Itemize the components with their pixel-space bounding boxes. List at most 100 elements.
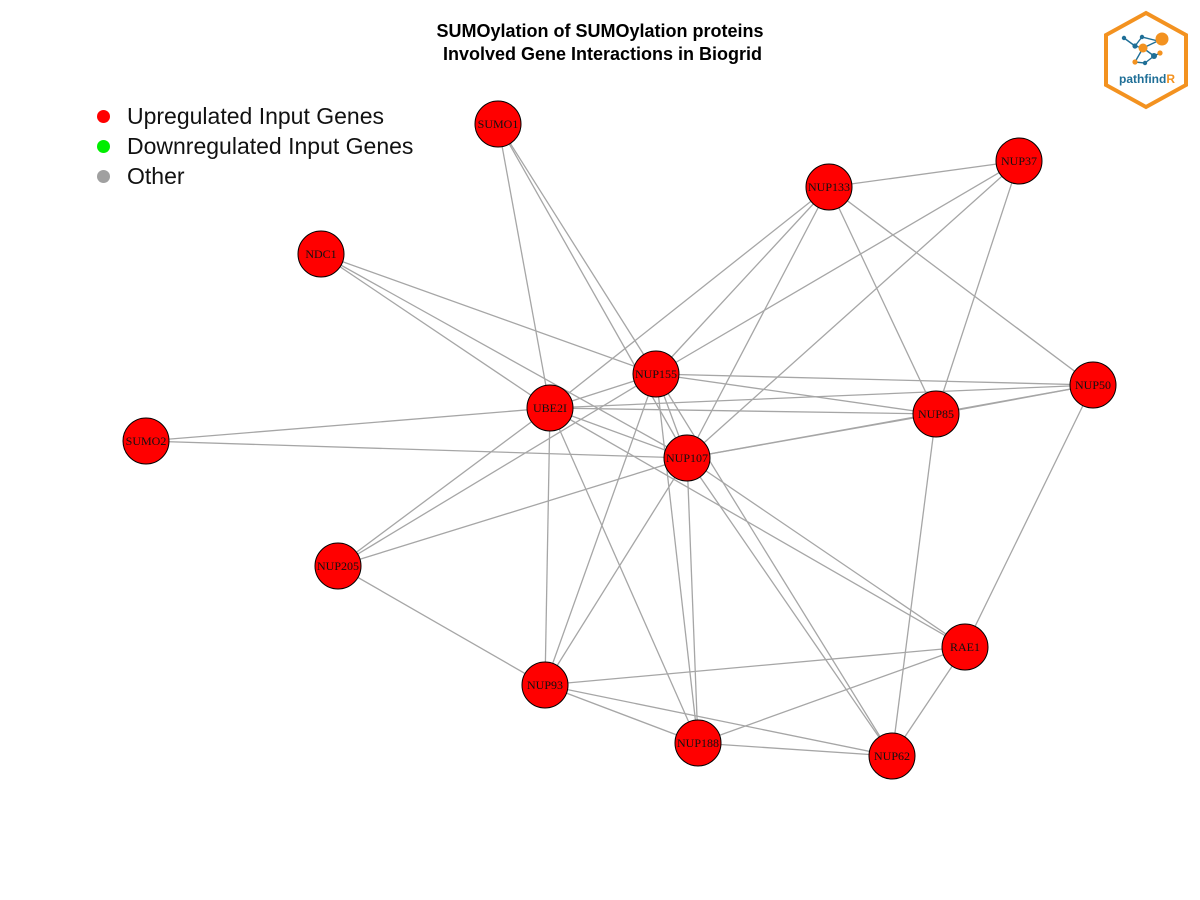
node-ndc1: NDC1 bbox=[297, 230, 345, 278]
legend-item-other: Other bbox=[97, 161, 413, 191]
node-nup93: NUP93 bbox=[521, 661, 569, 709]
chart-title: SUMOylation of SUMOylation proteins Invo… bbox=[300, 20, 900, 66]
edge-nup107-nup188 bbox=[686, 457, 699, 744]
node-nup205: NUP205 bbox=[314, 542, 362, 590]
edge-nup133-nup155 bbox=[655, 186, 830, 375]
node-circle bbox=[663, 434, 711, 482]
legend-item-upregulated: Upregulated Input Genes bbox=[97, 101, 413, 131]
edge-nup205-nup93 bbox=[337, 565, 546, 686]
node-circle bbox=[526, 384, 574, 432]
edge-nup133-nup85 bbox=[828, 186, 937, 415]
edge-sumo1-ube2i bbox=[497, 123, 551, 409]
network-hexagon-logo-icon: pathfindR bbox=[1104, 10, 1188, 110]
edge-ube2i-nup188 bbox=[549, 407, 699, 744]
edge-sumo2-ube2i bbox=[145, 407, 551, 442]
legend-item-downregulated: Downregulated Input Genes bbox=[97, 131, 413, 161]
edge-nup107-nup62 bbox=[686, 457, 893, 757]
legend-label-downregulated: Downregulated Input Genes bbox=[127, 132, 414, 159]
node-circle bbox=[941, 623, 989, 671]
edge-rae1-nup93 bbox=[544, 646, 966, 686]
edge-ndc1-ube2i bbox=[320, 253, 551, 409]
legend-label-other: Other bbox=[127, 162, 185, 189]
edge-ube2i-nup205 bbox=[337, 407, 551, 567]
logo-text-accent: R bbox=[1166, 72, 1175, 86]
edge-nup93-nup62 bbox=[544, 684, 893, 757]
node-nup85: NUP85 bbox=[912, 390, 960, 438]
node-sumo2: SUMO2 bbox=[122, 417, 170, 465]
edge-nup107-rae1 bbox=[686, 457, 966, 648]
edge-ndc1-nup107 bbox=[320, 253, 688, 459]
node-label: UBE2I bbox=[533, 401, 567, 415]
edge-nup85-nup62 bbox=[891, 413, 937, 757]
node-ube2i: UBE2I bbox=[526, 384, 574, 432]
legend-dot-downregulated bbox=[97, 139, 110, 153]
node-circle bbox=[632, 350, 680, 398]
title-line-2: Involved Gene Interactions in Biogrid bbox=[437, 44, 763, 64]
node-circle bbox=[474, 100, 522, 148]
node-label: SUMO2 bbox=[126, 434, 167, 448]
edge-rae1-nup188 bbox=[697, 646, 966, 744]
edge-nup133-ube2i bbox=[549, 186, 830, 409]
legend-label-upregulated: Upregulated Input Genes bbox=[127, 102, 385, 129]
edges-layer bbox=[145, 123, 1094, 757]
edge-nup50-rae1 bbox=[964, 384, 1094, 648]
edge-nup155-nup85 bbox=[655, 373, 937, 415]
edge-nup107-nup93 bbox=[544, 457, 688, 686]
node-nup188: NUP188 bbox=[674, 719, 722, 767]
title-line-1: SUMOylation of SUMOylation proteins bbox=[436, 21, 764, 41]
edge-sumo1-nup107 bbox=[497, 123, 688, 459]
node-circle bbox=[868, 732, 916, 780]
node-label: NUP133 bbox=[808, 180, 850, 194]
node-circle bbox=[912, 390, 960, 438]
edge-nup37-nup85 bbox=[935, 160, 1020, 415]
node-label: NUP188 bbox=[677, 736, 719, 750]
node-label: NUP85 bbox=[918, 407, 954, 421]
edge-sumo2-nup107 bbox=[145, 440, 688, 459]
node-nup155: NUP155 bbox=[632, 350, 680, 398]
node-nup107: NUP107 bbox=[663, 434, 711, 482]
edge-ube2i-nup93 bbox=[544, 407, 551, 686]
edge-ube2i-rae1 bbox=[549, 407, 966, 648]
node-nup37: NUP37 bbox=[995, 137, 1043, 185]
edge-nup85-nup50 bbox=[935, 384, 1094, 415]
pathfindr-logo: pathfindR bbox=[1102, 10, 1190, 110]
node-nup50: NUP50 bbox=[1069, 361, 1117, 409]
node-label: NUP37 bbox=[1001, 154, 1037, 168]
edge-nup155-nup50 bbox=[655, 373, 1094, 386]
edge-sumo1-nup155 bbox=[497, 123, 657, 375]
logo-text-main: pathfind bbox=[1119, 72, 1166, 86]
edge-nup188-nup62 bbox=[697, 742, 893, 757]
node-sumo1: SUMO1 bbox=[474, 100, 522, 148]
edge-nup107-nup205 bbox=[337, 457, 688, 567]
edge-nup133-nup107 bbox=[686, 186, 830, 459]
edge-nup93-nup188 bbox=[544, 684, 699, 744]
node-circle bbox=[674, 719, 722, 767]
edge-ube2i-nup50 bbox=[549, 384, 1094, 409]
node-label: NUP93 bbox=[527, 678, 563, 692]
node-circle bbox=[314, 542, 362, 590]
legend-dot-upregulated bbox=[97, 109, 110, 123]
edge-nup155-nup188 bbox=[655, 373, 699, 744]
node-circle bbox=[1069, 361, 1117, 409]
node-nup62: NUP62 bbox=[868, 732, 916, 780]
node-label: NUP62 bbox=[874, 749, 910, 763]
node-circle bbox=[297, 230, 345, 278]
node-label: NUP50 bbox=[1075, 378, 1111, 392]
edge-ndc1-nup155 bbox=[320, 253, 657, 375]
edge-nup155-nup205 bbox=[337, 373, 657, 567]
node-nup133: NUP133 bbox=[805, 163, 853, 211]
legend-dot-other bbox=[97, 169, 110, 183]
node-label: NUP107 bbox=[666, 451, 708, 465]
node-rae1: RAE1 bbox=[941, 623, 989, 671]
node-label: NUP155 bbox=[635, 367, 677, 381]
node-circle bbox=[995, 137, 1043, 185]
edge-nup155-nup93 bbox=[544, 373, 657, 686]
svg-text:pathfindR: pathfindR bbox=[1119, 72, 1175, 86]
node-label: RAE1 bbox=[950, 640, 980, 654]
node-circle bbox=[122, 417, 170, 465]
node-label: NUP205 bbox=[317, 559, 359, 573]
edge-nup133-nup50 bbox=[828, 186, 1094, 386]
edge-nup37-nup107 bbox=[686, 160, 1020, 459]
